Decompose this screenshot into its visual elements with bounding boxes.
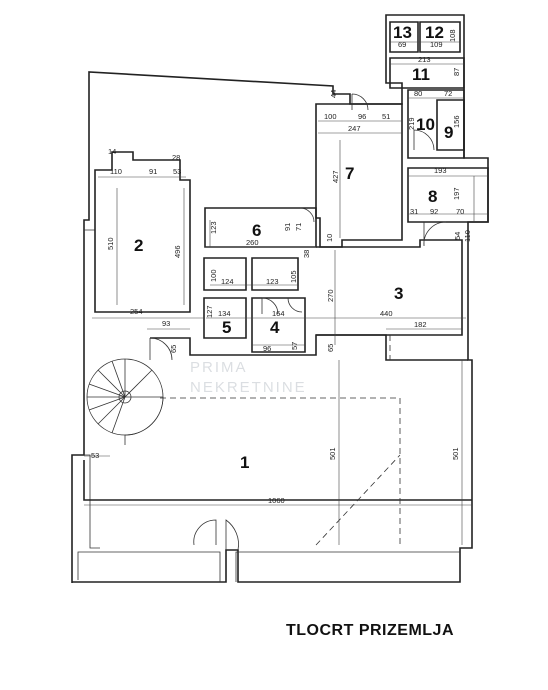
- dim-93: 93: [162, 319, 170, 328]
- room-label-5: 5: [222, 318, 231, 337]
- dim-69: 69: [398, 40, 406, 49]
- dim-440: 440: [380, 309, 393, 318]
- dim-100-b: 100: [324, 112, 337, 121]
- dim-96-b: 96: [358, 112, 366, 121]
- dim-53: 53: [173, 167, 181, 176]
- watermark-line-2: NEKRETNINE: [190, 379, 307, 396]
- dim-110-b: 110: [463, 230, 472, 242]
- room-label-10: 10: [416, 115, 435, 134]
- room-label-13: 13: [393, 23, 412, 42]
- dim-123: 123: [209, 221, 218, 234]
- dim-91-b: 91: [283, 223, 292, 231]
- dim-65: 65: [169, 345, 178, 353]
- dim-72: 72: [444, 89, 452, 98]
- dim-38: 38: [302, 250, 311, 258]
- dim-124: 124: [221, 277, 234, 286]
- dim-260: 260: [246, 238, 259, 247]
- plan-title: TLOCRT PRIZEMLJA: [286, 622, 454, 639]
- room-8-walls: [407, 167, 489, 223]
- dim-110: 110: [110, 167, 122, 176]
- north-rooms-walls: [389, 21, 465, 159]
- dim-510: 510: [106, 237, 115, 250]
- dim-123-b: 123: [266, 277, 279, 286]
- dim-91: 91: [149, 167, 157, 176]
- room-label-4: 4: [270, 318, 280, 337]
- rooms-4-5-walls: [203, 257, 306, 353]
- room-2-walls: [94, 151, 191, 313]
- dim-496: 496: [173, 245, 182, 258]
- dim-127: 127: [205, 305, 214, 318]
- room-label-3: 3: [394, 284, 403, 303]
- room-label-12: 12: [425, 23, 444, 42]
- dim-197: 197: [452, 187, 461, 200]
- dim-108: 108: [448, 29, 457, 42]
- room-label-1: 1: [240, 453, 249, 472]
- dim-134: 134: [218, 309, 231, 318]
- dimension-texts: 14 110 91 53 28 510 496 254 93 65 123 26…: [91, 29, 472, 505]
- watermark-line-1: PRIMA: [190, 359, 248, 376]
- spiral-staircase: [86, 358, 164, 445]
- dim-54: 54: [453, 232, 462, 240]
- dim-65-b: 65: [326, 344, 335, 352]
- dim-92: 92: [430, 207, 438, 216]
- dim-501: 501: [328, 447, 337, 460]
- dim-254: 254: [130, 307, 143, 316]
- room-label-11: 11: [412, 65, 430, 84]
- dim-14: 14: [108, 147, 116, 156]
- dim-270: 270: [326, 289, 335, 302]
- dim-71: 71: [294, 223, 303, 231]
- dim-105: 105: [289, 270, 298, 283]
- dim-182: 182: [414, 320, 427, 329]
- room-label-2: 2: [134, 236, 143, 255]
- room-3-walls: [316, 239, 463, 336]
- dim-427: 427: [331, 170, 340, 183]
- dim-213: 213: [418, 55, 431, 64]
- room-label-8: 8: [428, 187, 437, 206]
- dim-96: 96: [263, 344, 271, 353]
- doors: [149, 93, 447, 551]
- room-label-7: 7: [345, 164, 354, 183]
- dim-164: 164: [272, 309, 285, 318]
- dim-100: 100: [209, 269, 218, 282]
- dim-193: 193: [434, 166, 447, 175]
- dim-1060: 1060: [268, 496, 285, 505]
- dim-80: 80: [414, 89, 422, 98]
- dim-31: 31: [410, 207, 418, 216]
- dim-57: 57: [290, 342, 299, 350]
- dimension-lines: [84, 41, 488, 545]
- dim-87: 87: [452, 68, 461, 76]
- room-label-9: 9: [444, 123, 453, 142]
- room-label-6: 6: [252, 221, 261, 240]
- dim-219: 219: [407, 117, 416, 130]
- dim-247: 247: [348, 124, 361, 133]
- dim-156: 156: [452, 115, 461, 128]
- dim-28: 28: [172, 153, 180, 162]
- dim-53-b: 53: [91, 451, 99, 460]
- dim-51: 51: [382, 112, 390, 121]
- dim-109: 109: [430, 40, 443, 49]
- dim-501-b: 501: [451, 447, 460, 460]
- dim-44: 44: [329, 90, 338, 98]
- dim-70: 70: [456, 207, 464, 216]
- room-1-walls: [83, 334, 472, 546]
- dim-10: 10: [325, 234, 334, 242]
